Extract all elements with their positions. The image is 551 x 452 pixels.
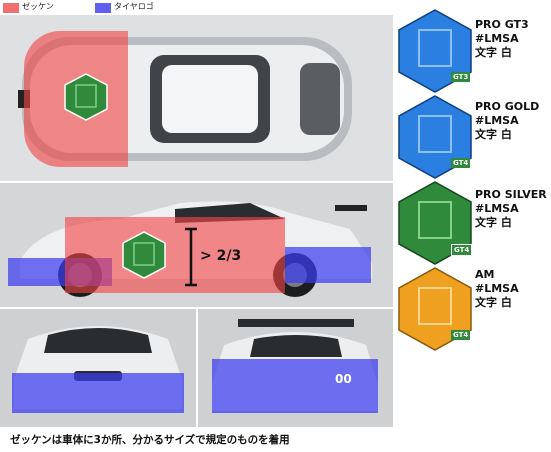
car-front-view — [0, 309, 196, 427]
hex-plate-green-icon — [122, 231, 166, 279]
door-number-plate — [122, 231, 166, 279]
legend-label-number: ゼッケン — [22, 2, 54, 11]
class-tag: #LMSA — [475, 282, 519, 295]
rear-number-label: 00 — [335, 372, 352, 386]
hex-plate-green-icon — [64, 73, 108, 121]
caption-bar: ゼッケンは車体に3か所、分かるサイズで規定のものを着用 — [0, 428, 393, 452]
legend-label-tire-logo: タイヤロゴ — [114, 2, 154, 11]
class-name: AM — [475, 268, 495, 281]
class-tag: #LMSA — [475, 202, 519, 215]
number-size-ratio: > 2/3 — [200, 248, 242, 264]
class-name: PRO GOLD — [475, 100, 540, 113]
class-tag: #LMSA — [475, 114, 519, 127]
class-plate-pro-gt3: GT3 PRO GT3 #LMSA 文字 白 — [397, 8, 551, 96]
car-rear-view — [198, 309, 393, 427]
class-badge: GT4 — [451, 158, 471, 168]
class-badge: GT3 — [451, 72, 471, 82]
class-plate-pro-gold: GT4 PRO GOLD #LMSA 文字 白 — [397, 94, 551, 182]
class-name: PRO GT3 — [475, 18, 529, 31]
number-area-door — [65, 217, 285, 293]
class-note: 文字 白 — [475, 296, 512, 309]
class-note: 文字 白 — [475, 128, 512, 141]
caption-text: ゼッケンは車体に3か所、分かるサイズで規定のものを着用 — [10, 434, 290, 446]
legend-swatch-tire-logo — [95, 3, 111, 13]
height-marker-icon — [185, 227, 197, 287]
tire-logo-area-front-view — [12, 373, 184, 413]
hex-plate-orange-icon — [398, 267, 472, 351]
hex-plate-green-icon — [398, 181, 472, 265]
legend-swatch-number — [3, 3, 19, 13]
tire-logo-area-rear-view — [212, 359, 378, 413]
class-badge: GT4 — [451, 330, 471, 340]
hex-plate-blue-icon — [398, 9, 472, 93]
class-note: 文字 白 — [475, 46, 512, 59]
class-tag: #LMSA — [475, 32, 519, 45]
class-badge: GT4 — [451, 244, 473, 256]
car-top-view — [0, 15, 393, 181]
class-note: 文字 白 — [475, 216, 512, 229]
class-plate-pro-silver: GT4 PRO SILVER #LMSA 文字 白 — [397, 180, 551, 268]
class-plate-am: GT4 AM #LMSA 文字 白 — [397, 266, 551, 354]
class-name: PRO SILVER — [475, 188, 547, 201]
tire-logo-area-rear — [285, 247, 371, 283]
hex-plate-blue-icon — [398, 95, 472, 179]
hood-number-plate — [64, 73, 108, 121]
car-side-view — [0, 183, 393, 307]
